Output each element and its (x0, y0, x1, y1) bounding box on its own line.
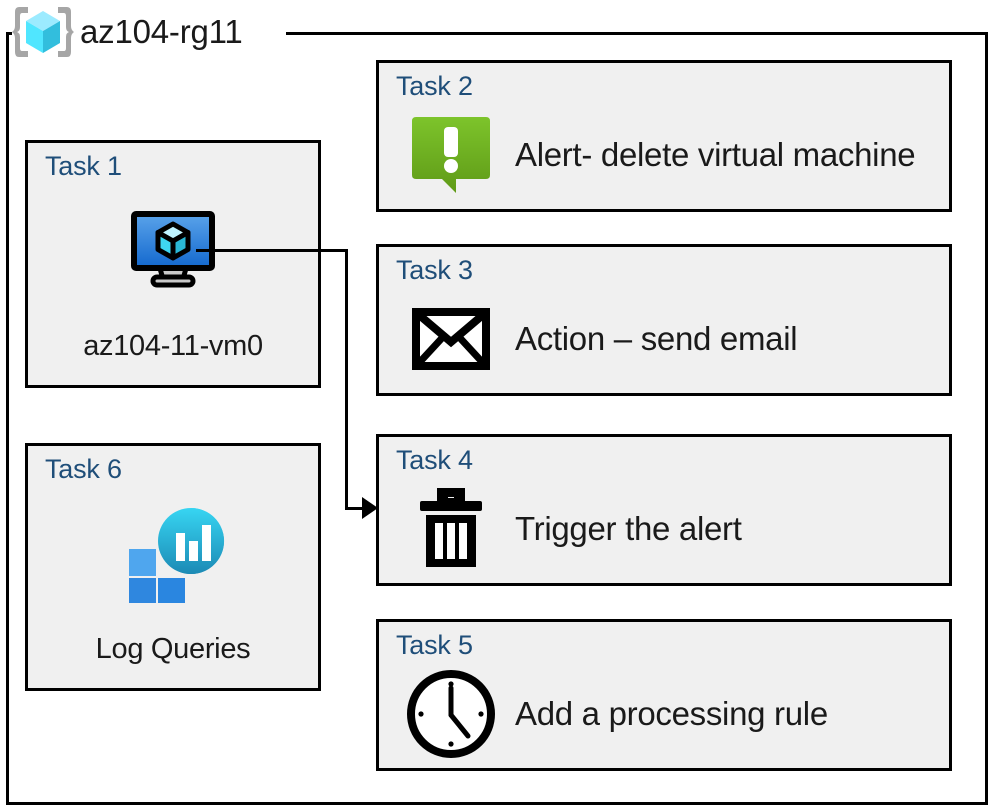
resource-group-frame-top-right (286, 32, 988, 35)
task2-body: Alert- delete virtual machine (403, 111, 935, 199)
task6-card[interactable]: Task 6 (25, 443, 321, 691)
task3-text: Action – send email (515, 320, 798, 357)
connector-segment-horizontal-top (196, 249, 348, 252)
task5-icon-box (403, 668, 499, 760)
task1-caption: az104-11-vm0 (83, 330, 263, 362)
task5-label: Task 5 (396, 630, 473, 660)
task4-label: Task 4 (396, 445, 473, 475)
task3-icon-box (403, 308, 499, 370)
task3-card[interactable]: Task 3 Action – send email (376, 244, 952, 396)
task5-text: Add a processing rule (515, 695, 828, 732)
task1-icon-wrap (28, 195, 318, 305)
task6-caption: Log Queries (95, 633, 251, 665)
task4-card[interactable]: Task 4 Trigger the alert (376, 434, 952, 586)
virtual-machine-icon (131, 211, 215, 288)
connector-segment-vertical (345, 249, 348, 510)
task6-icon-wrap (28, 498, 318, 608)
task2-icon-box (403, 115, 499, 195)
resource-group-name: az104-rg11 (80, 13, 243, 50)
task2-card[interactable]: Task 2 Alert- delete virtual machine (376, 60, 952, 212)
clock-icon (407, 670, 495, 758)
envelope-icon (412, 308, 490, 370)
trash-can-icon (420, 488, 482, 567)
task2-text: Alert- delete virtual machine (515, 136, 916, 173)
task1-label: Task 1 (45, 151, 122, 181)
task3-label: Task 3 (396, 255, 473, 285)
task4-icon-box (403, 488, 499, 570)
log-analytics-icon (129, 507, 225, 603)
arrowhead-right-icon (362, 497, 378, 519)
task6-label: Task 6 (45, 454, 122, 484)
connector-segment-horizontal-bottom (345, 507, 367, 510)
task1-card[interactable]: Task 1 (25, 140, 321, 388)
task5-body: Add a processing rule (403, 670, 935, 758)
resource-group-header: az104-rg11 (12, 2, 253, 62)
resource-group-frame (6, 32, 988, 805)
azure-resource-group-icon (12, 7, 74, 57)
task4-text: Trigger the alert (515, 510, 742, 547)
task4-body: Trigger the alert (403, 485, 935, 573)
task3-body: Action – send email (403, 295, 935, 383)
task5-card[interactable]: Task 5 Add a processing rule (376, 619, 952, 771)
task2-label: Task 2 (396, 71, 473, 101)
alert-bubble-icon (412, 117, 490, 193)
